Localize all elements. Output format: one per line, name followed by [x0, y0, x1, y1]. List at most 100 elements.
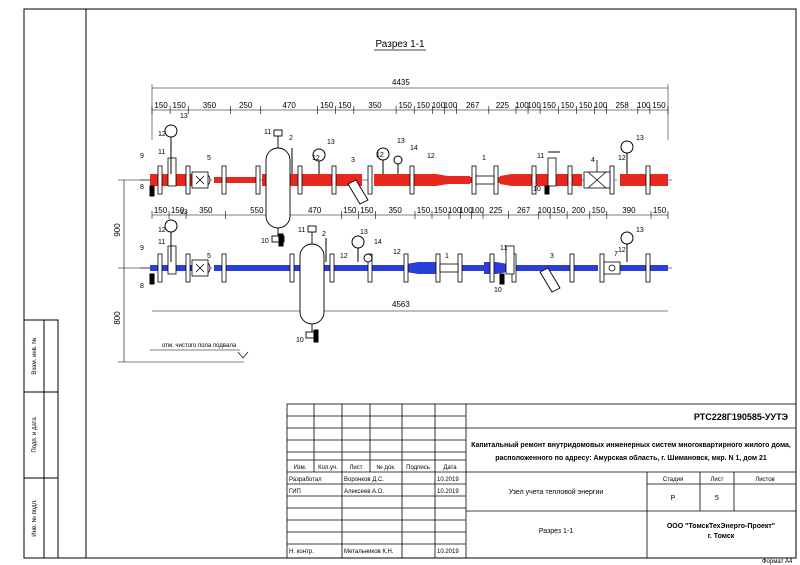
leader-9: 9 [140, 153, 144, 160]
dim-segment-label: 100 [444, 101, 458, 110]
dim-segment-label: 150 [579, 101, 593, 110]
dim-segment-label: 100 [471, 206, 485, 215]
leader-13f: 13 [360, 229, 368, 236]
side-label-inv: Инв. № подл. [31, 499, 38, 537]
filter-5 [191, 171, 209, 189]
format-label: Формат А4 [762, 559, 793, 565]
leader-12d: 12 [427, 153, 435, 160]
dim-bottom-total: 4563 [392, 300, 410, 309]
sheet-header: Лист [710, 477, 723, 483]
leader-11b: 11 [264, 129, 271, 136]
y-strainer-bottom [539, 267, 561, 293]
supply-pipe-seg [374, 174, 436, 186]
dim-segment-label: 100 [448, 206, 462, 215]
leader-12b: 12 [312, 155, 320, 162]
leader-12g: 12 [340, 253, 348, 260]
role-gip: ГИП [289, 489, 301, 495]
project-title-line2: расположенного по адресу: Амурская облас… [495, 454, 767, 462]
sheets-header: Листов [755, 477, 775, 483]
role-dev: Разработал [289, 477, 322, 483]
dim-segment-label: 350 [199, 206, 213, 215]
dim-segment-label: 100 [637, 101, 651, 110]
floor-mark: отм. чистого пола подвала [150, 343, 249, 363]
stage-value: Р [671, 495, 676, 502]
dim-segment-label: 150 [171, 206, 185, 215]
ball-valve [547, 157, 557, 187]
leader-12c: 12 [376, 152, 384, 159]
stage-header: Стадия [663, 477, 683, 483]
dim-segment-label: 150 [543, 101, 557, 110]
role-nk: Н. контр. [289, 549, 314, 555]
dim-segment-label: 150 [154, 206, 168, 215]
leader-10b: 10 [533, 186, 541, 193]
dim-segment-label: 470 [308, 206, 322, 215]
dim-segment-label: 100 [538, 206, 552, 215]
dim-segment-label: 100 [459, 206, 473, 215]
dim-segment-label: 150 [343, 206, 357, 215]
dim-segment-label: 350 [368, 101, 382, 110]
leader-2: 2 [289, 135, 293, 142]
dim-segment-label: 200 [572, 206, 586, 215]
leader-12h: 12 [393, 249, 401, 256]
dim-segment-label: 225 [489, 206, 503, 215]
col-ndok: № док. [376, 464, 396, 471]
side-label-vzam: Взам. инв. № [31, 337, 38, 374]
leader-9b: 9 [140, 245, 144, 252]
leader-8b: 8 [140, 283, 144, 290]
dim-segment-label: 150 [417, 206, 431, 215]
thermometer [393, 155, 403, 165]
dim-segment-label: 150 [398, 101, 412, 110]
leader-1: 1 [482, 155, 486, 162]
leader-13e: 13 [180, 209, 188, 216]
leader-13d: 13 [636, 135, 644, 142]
leader-11f: 11 [500, 245, 507, 252]
col-podp: Подпись [406, 465, 430, 471]
check-valve [603, 261, 621, 275]
pressure-gauge [164, 124, 178, 138]
leader-labels: 13 12 11 9 8 5 11 2 10 13 12 3 13 14 12 … [140, 113, 644, 344]
dim-segment-label: 150 [434, 206, 448, 215]
leader-11c: 11 [537, 153, 544, 160]
sheet-value: 5 [715, 495, 719, 502]
flow-meter-bottom [439, 263, 459, 273]
name-nk: Метальников К.Н. [344, 549, 394, 555]
drawing-name: Разрез 1-1 [539, 528, 573, 535]
dim-segment-label: 150 [652, 101, 666, 110]
pressure-gauge [620, 140, 634, 154]
dim-segment-label: 350 [203, 101, 217, 110]
leader-11e: 11 [298, 227, 305, 234]
dim-segment-label: 150 [173, 101, 187, 110]
leader-5: 5 [207, 155, 211, 162]
leader-10d: 10 [494, 287, 502, 294]
side-stamp: Взам. инв. № Подп. и дата Инв. № подл. [23, 319, 59, 559]
title-block [286, 403, 797, 559]
dim-top-total: 4435 [392, 78, 410, 87]
leader-13b: 13 [327, 139, 335, 146]
leader-11d: 11 [158, 239, 165, 246]
project-title-line1: Капитальный ремонт внутридомовых инженер… [471, 441, 791, 449]
side-label-podp: Подп. и дата [32, 417, 38, 453]
y-strainer-top [347, 179, 369, 205]
return-pipeline [140, 219, 672, 343]
date-nk: 10.2019 [437, 549, 459, 555]
leader-12: 12 [158, 131, 166, 138]
date-gip: 10.2019 [437, 489, 459, 495]
leader-8: 8 [140, 184, 144, 191]
leader-7: 7 [614, 251, 618, 258]
dim-segment-label: 100 [594, 101, 608, 110]
date-dev: 10.2019 [437, 477, 459, 483]
col-date: Дата [443, 465, 457, 471]
leader-13: 13 [180, 113, 188, 120]
dim-segment-label: 150 [154, 101, 168, 110]
leader-2b: 2 [322, 231, 326, 238]
dim-v-upper: 900 [113, 223, 122, 237]
title-block-text: РТС228Г190585-УУТЭ Капитальный ремонт вн… [289, 412, 791, 555]
name-dev: Воронков Д.С. [344, 477, 384, 483]
floor-mark-label: отм. чистого пола подвала [162, 343, 237, 349]
dim-segment-label: 550 [250, 206, 264, 215]
leader-12f: 12 [158, 227, 166, 234]
supply-pipeline [140, 124, 672, 247]
dim-segment-label: 150 [653, 206, 667, 215]
dim-segment-label: 150 [338, 101, 352, 110]
leader-5b: 5 [207, 253, 211, 260]
